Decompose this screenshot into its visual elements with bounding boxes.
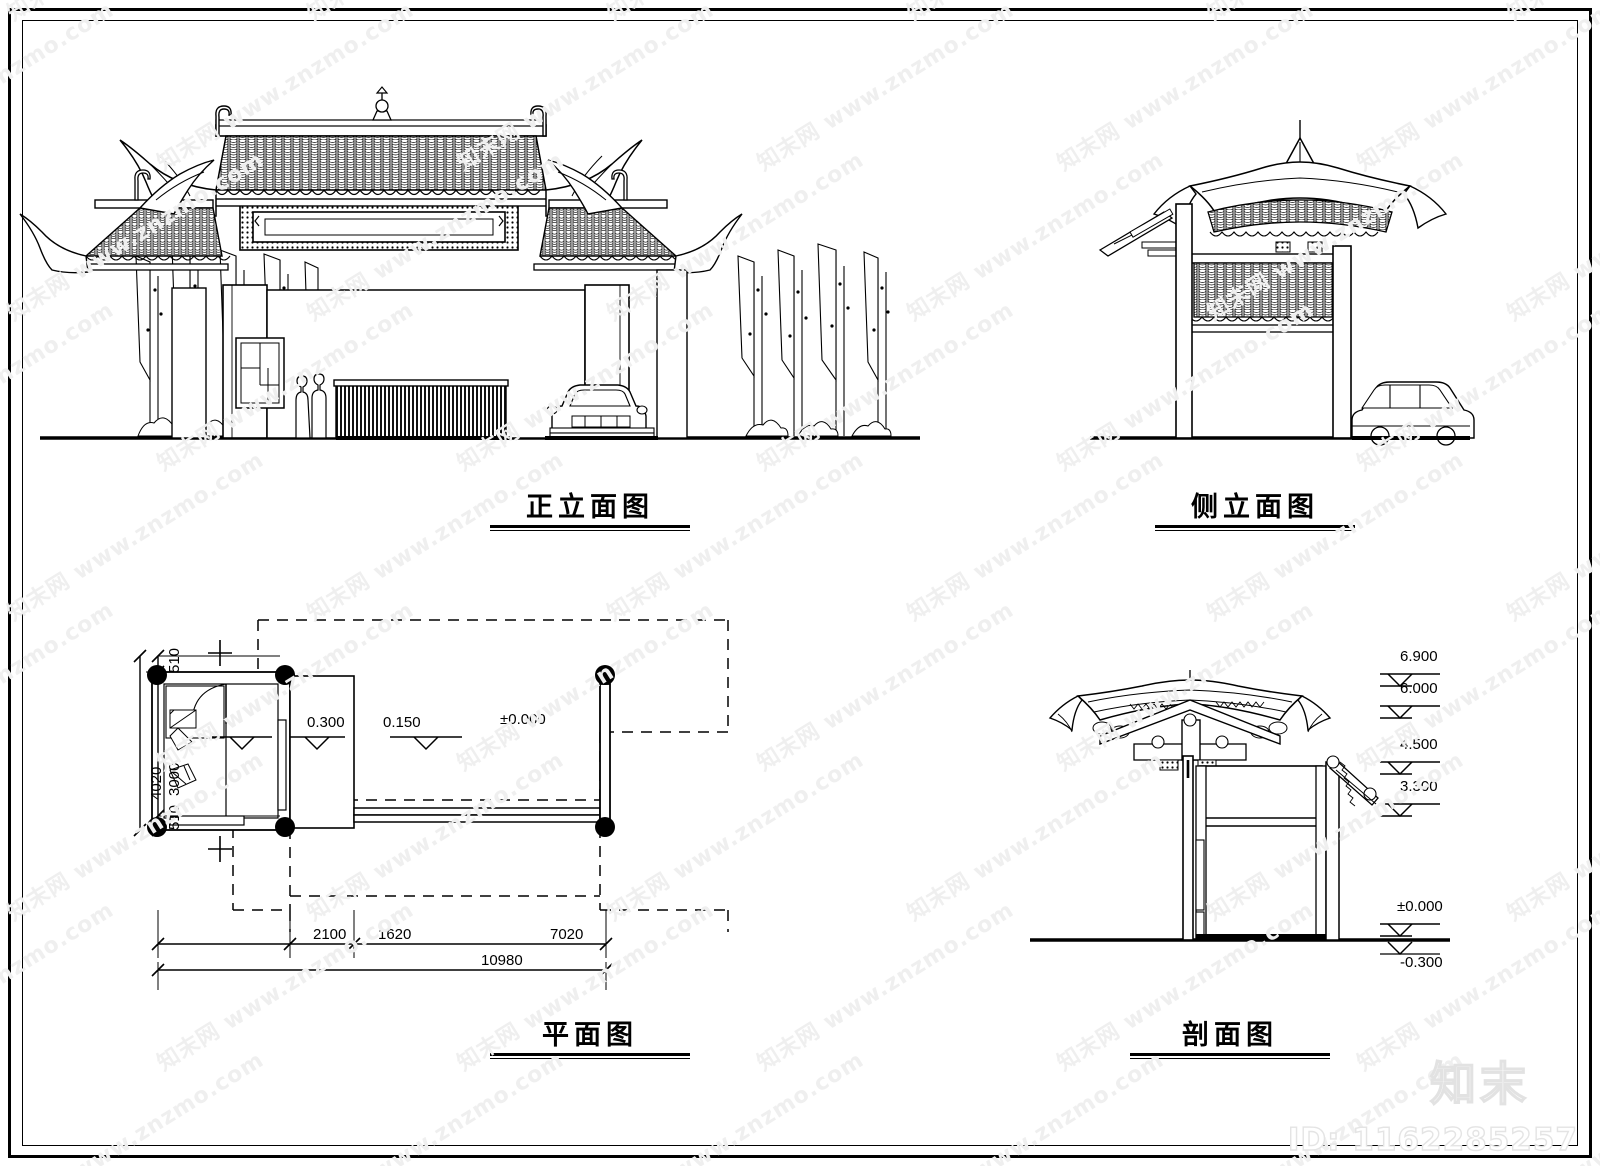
plan-columns <box>147 665 615 837</box>
side-elevation-view <box>1090 120 1475 450</box>
plan-level-0300: 0.300 <box>307 714 345 731</box>
plan-level-0150: 0.150 <box>383 714 421 731</box>
section-level-minus0300: -0.300 <box>1400 954 1443 971</box>
plan-level-symbol-0300 <box>212 736 272 751</box>
plan-axis-crosses <box>208 640 232 862</box>
plan-level-0000: ±0.000 <box>500 711 546 728</box>
side-roof-right <box>533 159 743 439</box>
side-elevation-title: 侧立面图 <box>1155 493 1355 532</box>
plan-dim-4020: 4020 <box>148 766 165 800</box>
gate-signboard <box>239 203 519 251</box>
plan-dim-chain-v <box>133 649 280 837</box>
plan-dim-510-top: 510 <box>166 647 183 673</box>
title-underline-thin <box>490 1058 690 1060</box>
plan-dim-1620: 1620 <box>378 926 412 943</box>
car-side-view <box>1351 381 1475 446</box>
plan-level-symbol-0150 <box>290 736 345 751</box>
section-structure <box>1182 755 1379 941</box>
title-underline <box>490 525 690 529</box>
title-underline <box>1130 1053 1330 1057</box>
section-view-title: 剖面图 <box>1130 1021 1330 1060</box>
title-underline-thin <box>1130 1058 1330 1060</box>
section-level-3300: 3.300 <box>1400 778 1438 795</box>
human-figures-front <box>295 373 327 439</box>
plan-guard-house <box>151 671 291 831</box>
front-elevation-title: 正立面图 <box>490 493 690 532</box>
ridge-end-right <box>530 105 547 137</box>
title-underline-thin <box>1155 530 1355 532</box>
ridge-end-left <box>215 105 232 137</box>
plan-wall-run <box>353 683 611 823</box>
section-level-4500: 4.500 <box>1400 736 1438 753</box>
plan-dim-510-bottom: 510 <box>166 804 183 830</box>
side-roof-upper <box>1152 120 1448 253</box>
plan-dim-total: 10980 <box>481 952 523 969</box>
section-level-6900: 6.900 <box>1400 648 1438 665</box>
sheet-border-inner <box>22 20 1578 1146</box>
plan-dim-chain-h <box>151 910 613 990</box>
title-underline-thin <box>490 530 690 532</box>
section-view <box>1030 640 1450 960</box>
side-roof-left <box>19 159 231 274</box>
plan-view <box>130 610 750 1000</box>
sheet-border-outer <box>8 8 1592 1158</box>
section-level-symbols <box>1380 673 1440 956</box>
title-underline <box>1155 525 1355 529</box>
roof-finial <box>371 86 393 121</box>
plan-dim-2100: 2100 <box>313 926 347 943</box>
watermark-id: ID: 1162285257 <box>1287 1121 1578 1158</box>
side-low-eave-left <box>1098 208 1183 257</box>
sliding-gate <box>333 379 509 439</box>
watermark-logo: 知末 <box>1429 1056 1530 1112</box>
plan-level-symbol-0000 <box>390 736 462 751</box>
title-underline <box>490 1053 690 1057</box>
pier-window <box>235 337 285 409</box>
section-roof <box>1048 670 1332 771</box>
main-roof-front <box>119 86 643 218</box>
side-wall-tiles <box>1187 253 1351 333</box>
front-elevation-view <box>19 80 920 470</box>
plan-dim-3000: 3000 <box>166 762 183 796</box>
plan-dim-7020: 7020 <box>550 926 584 943</box>
car-front-view <box>546 384 655 439</box>
section-level-6000: 6.000 <box>1400 680 1438 697</box>
landscape-trees-right <box>737 243 892 437</box>
section-level-0000: ±0.000 <box>1397 898 1443 915</box>
plan-view-title: 平面图 <box>490 1021 690 1060</box>
